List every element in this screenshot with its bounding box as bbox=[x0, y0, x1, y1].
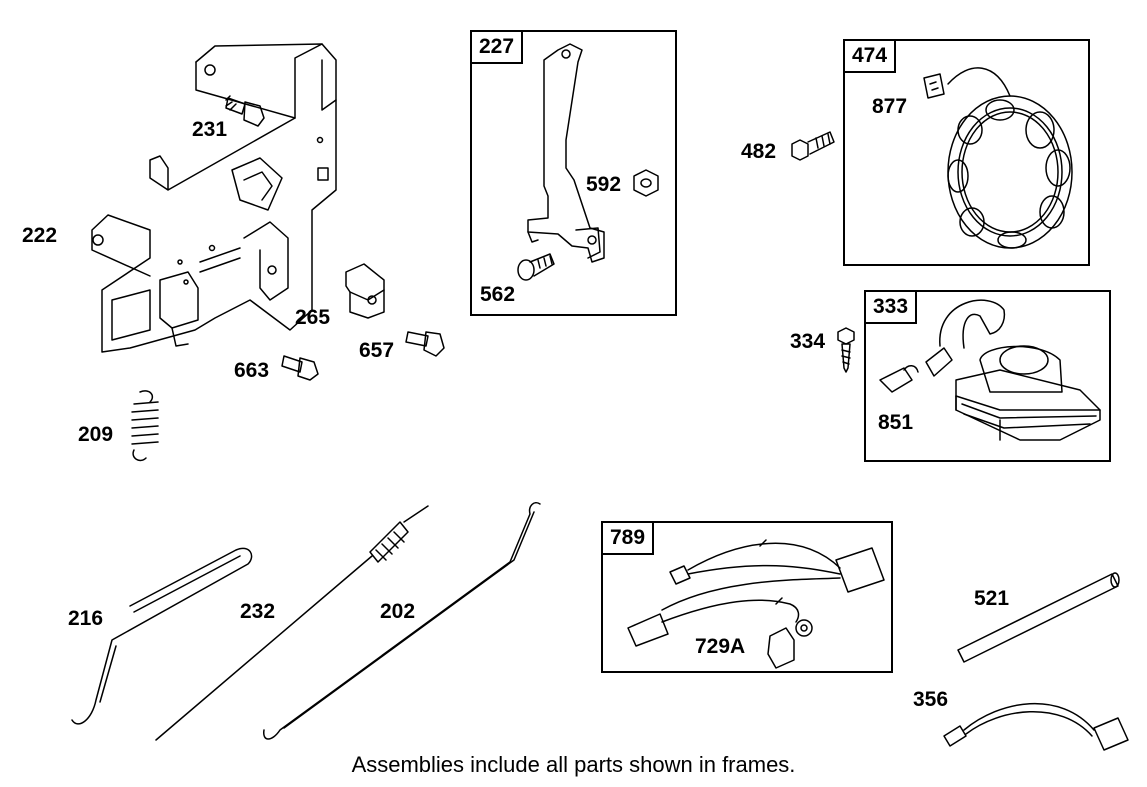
bolt-482 bbox=[792, 132, 834, 160]
part-label-877: 877 bbox=[872, 95, 908, 118]
part-label-232: 232 bbox=[240, 600, 276, 623]
part-label-209: 209 bbox=[78, 423, 114, 446]
ground-wire-356 bbox=[944, 704, 1128, 750]
part-label-222: 222 bbox=[22, 224, 58, 247]
part-label-729a: 729A bbox=[695, 635, 746, 658]
frame-474-tag: 474 bbox=[843, 39, 897, 73]
frame-333: 333 bbox=[864, 290, 1111, 462]
bolt-663 bbox=[282, 356, 318, 380]
screw-562 bbox=[518, 254, 554, 280]
part-label-356: 356 bbox=[913, 688, 949, 711]
frame-474: 474 bbox=[843, 39, 1090, 266]
part-label-202: 202 bbox=[380, 600, 416, 623]
frame-227: 227 bbox=[470, 30, 677, 316]
part-label-334: 334 bbox=[790, 330, 826, 353]
control-bracket-222 bbox=[92, 44, 336, 352]
frame-789-tag: 789 bbox=[601, 521, 655, 555]
part-label-663: 663 bbox=[234, 359, 270, 382]
throttle-link-202 bbox=[264, 503, 540, 739]
part-label-521: 521 bbox=[974, 587, 1010, 610]
part-label-216: 216 bbox=[68, 607, 104, 630]
frame-333-tag: 333 bbox=[864, 290, 918, 324]
spring-209 bbox=[132, 391, 158, 461]
screw-334 bbox=[838, 328, 854, 372]
part-label-592: 592 bbox=[586, 173, 622, 196]
wire-harness-789 bbox=[628, 540, 884, 668]
clip-265 bbox=[346, 264, 384, 318]
frame-227-tag: 227 bbox=[470, 30, 524, 64]
tube-521 bbox=[958, 573, 1119, 662]
part-label-482: 482 bbox=[741, 140, 777, 163]
part-label-657: 657 bbox=[359, 339, 395, 362]
part-label-231: 231 bbox=[192, 118, 228, 141]
governor-spring-232 bbox=[156, 506, 428, 740]
part-label-851: 851 bbox=[878, 411, 914, 434]
bolt-231 bbox=[226, 96, 264, 126]
part-label-265: 265 bbox=[295, 306, 331, 329]
bolt-657 bbox=[406, 332, 444, 356]
governor-lever-227 bbox=[528, 44, 604, 262]
part-label-562: 562 bbox=[480, 283, 516, 306]
link-rod-216 bbox=[72, 548, 252, 724]
nut-592 bbox=[634, 170, 658, 196]
alternator-474 bbox=[924, 68, 1072, 248]
frame-789: 789 bbox=[601, 521, 893, 673]
ignition-armature-333 bbox=[880, 300, 1100, 440]
frames-caption: Assemblies include all parts shown in fr… bbox=[351, 752, 796, 777]
